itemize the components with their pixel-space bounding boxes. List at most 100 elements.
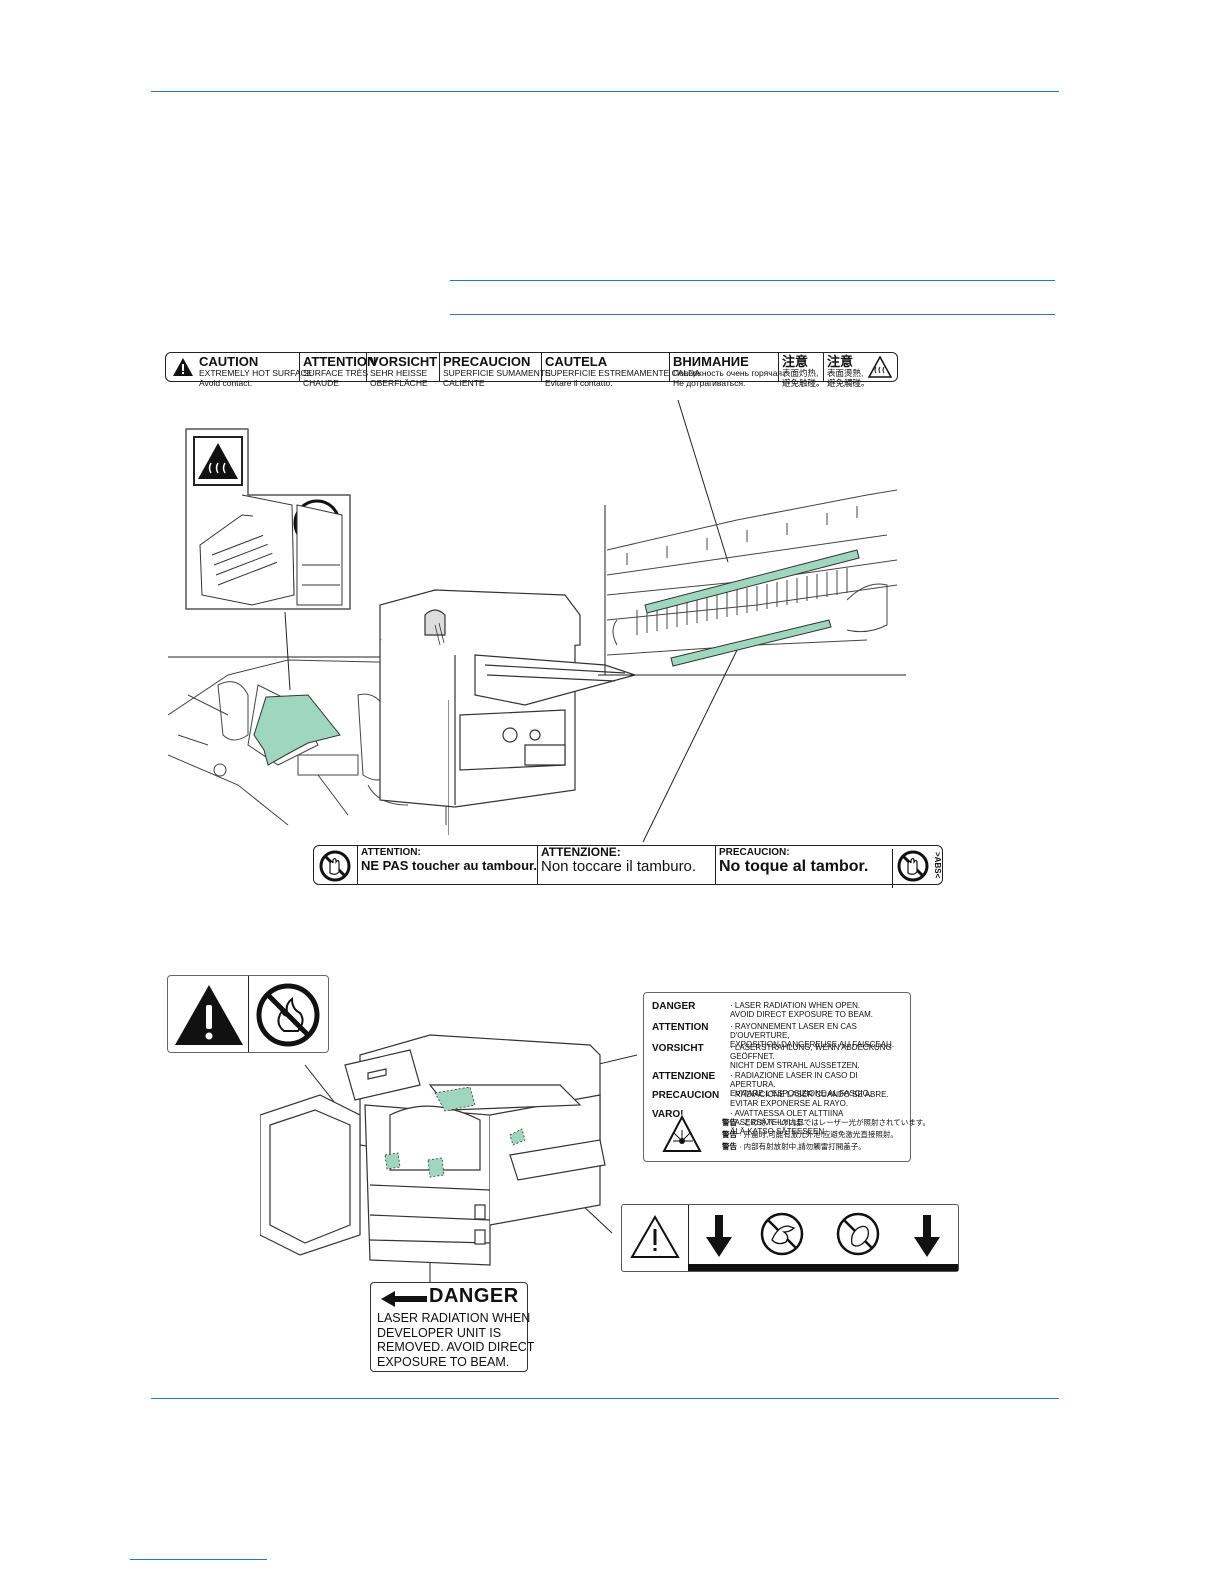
no-touch-hand-icon bbox=[892, 849, 930, 888]
printer-top-illustration bbox=[375, 585, 638, 810]
laser-key: ATTENTION bbox=[652, 1022, 709, 1033]
no-fire-icon bbox=[254, 981, 322, 1054]
caution-line: SURFACE TRÈS bbox=[303, 368, 369, 378]
danger-line: REMOVED. AVOID DIRECT bbox=[377, 1340, 535, 1354]
laser-value: · RAYONNEMENT LASER EN CAS D'OUVERTURE, … bbox=[730, 1022, 895, 1049]
caution-line: 避免触碰。 bbox=[782, 377, 825, 388]
laser-row: ATTENZIONE · RADIAZIONE LASER IN CASO DI… bbox=[652, 1071, 902, 1098]
danger-developer-label: DANGER LASER RADIATION WHEN DEVELOPER UN… bbox=[370, 1282, 534, 1372]
table-rule-bottom bbox=[450, 314, 1055, 315]
laser-hazard-icon bbox=[662, 1114, 702, 1155]
caution-head: 注意 bbox=[782, 354, 809, 369]
caution-line: 避免觸碰。 bbox=[827, 377, 870, 388]
laser-row: VORSICHT · LASERSTRAHLUNG, WENN ABDECKUN… bbox=[652, 1043, 902, 1071]
laser-key: VORSICHT bbox=[652, 1043, 704, 1054]
warning-triangle-icon bbox=[172, 357, 194, 382]
caution-line: Не дотрагиваться. bbox=[673, 377, 746, 388]
danger-line: LASER RADIATION WHEN bbox=[377, 1311, 531, 1325]
caution-head: CAUTELA bbox=[545, 354, 608, 369]
drum-text: No toque al tambor. bbox=[719, 857, 869, 875]
down-arrow-icon bbox=[704, 1213, 734, 1264]
danger-line: DEVELOPER UNIT IS bbox=[377, 1325, 502, 1340]
footer-short-rule bbox=[130, 1559, 267, 1560]
laser-row: PRECAUCION · RADIACIONE LASER CUANDO SE … bbox=[652, 1090, 902, 1109]
table-rule-top bbox=[450, 280, 1055, 281]
drum-head: PRECAUCION: bbox=[719, 847, 790, 858]
laser-warning-label: DANGER · LASER RADIATION WHEN OPEN. AVOI… bbox=[643, 992, 930, 1162]
drum-caution-label: ATTENTION: NE PAS toucher au tambour. AT… bbox=[313, 845, 943, 888]
laser-value: · RADIACIONE LASER CUANDO SE ABRE. EVITA… bbox=[730, 1090, 889, 1108]
caution-head: ATTENTION bbox=[303, 354, 377, 369]
caution-col-es: PRECAUCION SUPERFICIE SUMAMENTE CALIENTE bbox=[439, 353, 551, 387]
no-touch-hand-icon bbox=[758, 1210, 806, 1263]
exclamation-triangle-icon bbox=[173, 981, 245, 1052]
caution-line: SUPERFICIE ESTREMAMENTE CALDA bbox=[545, 368, 700, 378]
caution-line: 表面灼热, bbox=[782, 368, 819, 378]
drum-head: ATTENZIONE: bbox=[541, 845, 621, 859]
laser-key: ATTENZIONE bbox=[652, 1071, 716, 1082]
caution-head: 注意 bbox=[827, 354, 854, 369]
no-fire-label bbox=[167, 975, 329, 1053]
caution-line: CHAUDE bbox=[303, 377, 339, 388]
caution-line: OBERFLÄCHE bbox=[370, 377, 428, 388]
hot-surface-icon bbox=[867, 355, 893, 383]
laser-value: · LASER RADIATION WHEN OPEN. AVOID DIREC… bbox=[730, 1001, 873, 1019]
asian-value: · 内部有射放射中,請勿觸雷打開盖子。 bbox=[739, 1142, 866, 1151]
caution-line: CALIENTE bbox=[443, 377, 485, 388]
asian-key: 警告 bbox=[722, 1142, 737, 1151]
caution-head: VORSICHT bbox=[370, 354, 438, 369]
caution-col-ru: ВНИМАНИЕ Поверхность очень горячая. Не д… bbox=[669, 353, 785, 387]
pictogram-strip-label bbox=[621, 1204, 959, 1272]
header-rule bbox=[151, 91, 1059, 92]
detail-frame bbox=[448, 505, 906, 835]
laser-value: · RADIAZIONE LASER IN CASO DI APERTURA. … bbox=[730, 1071, 872, 1098]
caution-col-de: VORSICHT SEHR HEISSE OBERFLÄCHE bbox=[366, 353, 439, 387]
footer-rule bbox=[151, 1398, 1059, 1399]
fuser-unit-inset bbox=[182, 425, 353, 612]
hot-surface-caution-label: CAUTION EXTREMELY HOT SURFACE Avoid cont… bbox=[165, 352, 898, 388]
caution-head: PRECAUCION bbox=[443, 354, 531, 369]
drum-col-it: ATTENZIONE: Non toccare il tamburo. bbox=[537, 846, 715, 884]
laser-row: ATTENTION · RAYONNEMENT LASER EN CAS D'O… bbox=[652, 1022, 902, 1049]
laser-row: VARO! · AVATTAESSA OLET ALTTIINA LASERSÄ… bbox=[652, 1109, 902, 1136]
no-finger-icon bbox=[834, 1210, 882, 1263]
drum-col-fr: ATTENTION: NE PAS toucher au tambour. bbox=[357, 846, 537, 884]
danger-line: EXPOSURE TO BEAM. bbox=[377, 1354, 510, 1369]
caution-col-fr: ATTENTION SURFACE TRÈS CHAUDE bbox=[299, 353, 377, 387]
fuser-roller-detail bbox=[606, 480, 907, 675]
caution-col-zh-s: 注意 表面灼热, 避免触碰。 bbox=[778, 353, 825, 387]
laser-value: · AVATTAESSA OLET ALTTIINA LASERSÄTEILYL… bbox=[730, 1109, 843, 1136]
asian-value: · 开盖时,可能有激光外泄!应避免激光直接照射。 bbox=[739, 1130, 898, 1139]
asian-key: 警告 bbox=[722, 1118, 737, 1127]
abs-mark: >ABS< bbox=[933, 852, 942, 879]
drum-head: ATTENTION: bbox=[361, 847, 421, 858]
caution-col-zh-t: 注意 表面燙熱, 避免觸碰。 bbox=[823, 353, 870, 387]
caution-head: ВНИМАНИЕ bbox=[673, 354, 749, 369]
down-arrow-icon bbox=[912, 1213, 942, 1264]
caution-line: SEHR HEISSE bbox=[370, 368, 428, 378]
no-touch-hand-icon bbox=[318, 849, 352, 888]
laser-key: DANGER bbox=[652, 1001, 696, 1012]
laser-row: DANGER · LASER RADIATION WHEN OPEN. AVOI… bbox=[652, 1001, 902, 1022]
caution-line: EXTREMELY HOT SURFACE bbox=[199, 368, 313, 378]
caution-line: Avoid contact. bbox=[199, 377, 253, 388]
laser-key: PRECAUCION bbox=[652, 1090, 720, 1101]
drum-text: Non toccare il tamburo. bbox=[541, 857, 697, 875]
drum-text: NE PAS toucher au tambour. bbox=[361, 857, 538, 873]
left-arrow-icon bbox=[379, 1289, 429, 1314]
asian-key: 警告 bbox=[722, 1130, 737, 1139]
asian-value: · このカバーの内部ではレーザー光が照射されています。 bbox=[739, 1118, 931, 1127]
laser-key: VARO! bbox=[652, 1109, 684, 1120]
caution-line: 表面燙熱, bbox=[827, 368, 864, 378]
laser-asian-lines: 警告 · このカバーの内部ではレーザー光が照射されています。 警告 · 开盖时,… bbox=[722, 1117, 930, 1153]
printer-open-illustration bbox=[259, 1025, 610, 1270]
danger-title: DANGER bbox=[429, 1285, 519, 1307]
caution-line: SUPERFICIE SUMAMENTE bbox=[443, 368, 551, 378]
caution-line: Поверхность очень горячая. bbox=[673, 368, 785, 378]
caution-line: Evitare il contatto. bbox=[545, 377, 613, 388]
caution-triangle-icon bbox=[630, 1214, 680, 1264]
caution-head: CAUTION bbox=[199, 354, 259, 369]
laser-value: · LASERSTRAHLUNG, WENN ABDECKUNG GEÖFFNE… bbox=[730, 1043, 892, 1070]
caution-col-en: CAUTION EXTREMELY HOT SURFACE Avoid cont… bbox=[196, 353, 313, 388]
danger-body: LASER RADIATION WHEN DEVELOPER UNIT IS R… bbox=[377, 1311, 534, 1369]
